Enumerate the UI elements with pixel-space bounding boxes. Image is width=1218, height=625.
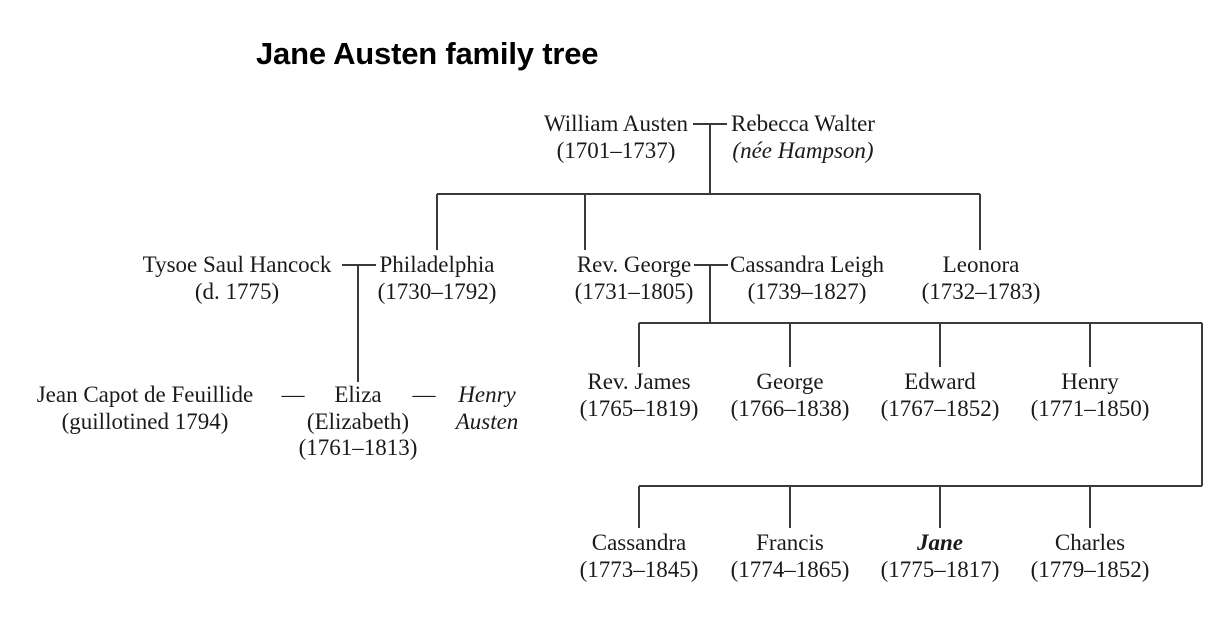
person-george: George (1766–1838) xyxy=(731,369,850,422)
person-dates: (1774–1865) xyxy=(730,556,850,582)
person-dates: (1732–1783) xyxy=(921,278,1041,304)
person-dates: (d. 1775) xyxy=(194,278,280,304)
person-dates: (1731–1805) xyxy=(574,278,694,304)
person-name: Rev. James xyxy=(587,369,691,394)
page-title: Jane Austen family tree xyxy=(256,36,599,71)
person-dates: (1773–1845) xyxy=(579,556,699,582)
person-jean-capot-de-feuillide: Jean Capot de Feuillide (guillotined 179… xyxy=(37,382,254,435)
person-dates: (1779–1852) xyxy=(1030,556,1150,582)
person-rev-james: Rev. James (1765–1819) xyxy=(580,369,699,422)
person-name: Philadelphia xyxy=(379,252,495,277)
person-eliza: Eliza (Elizabeth) (1761–1813) xyxy=(299,382,418,462)
person-philadelphia: Philadelphia (1730–1792) xyxy=(378,252,497,305)
person-name: Francis xyxy=(756,530,824,555)
person-dates: (née Hampson) xyxy=(732,137,874,163)
person-edward: Edward (1767–1852) xyxy=(881,369,1000,422)
person-name: Rev. George xyxy=(576,252,692,277)
person-name: Leonora xyxy=(942,252,1020,277)
person-name: George xyxy=(756,369,824,394)
marriage-dash-left: — xyxy=(281,382,305,407)
person-henry: Henry (1771–1850) xyxy=(1031,369,1150,422)
person-name: Charles xyxy=(1054,530,1126,555)
person-dates: (1765–1819) xyxy=(579,395,699,421)
person-name: Edward xyxy=(904,369,976,394)
person-name: Jean Capot de Feuillide xyxy=(36,382,254,407)
person-name: Jane xyxy=(916,530,963,555)
person-name: Cassandra Leigh xyxy=(730,252,884,277)
person-francis: Francis (1774–1865) xyxy=(731,530,850,583)
person-name: Rebecca Walter xyxy=(731,111,875,136)
person-name: William Austen xyxy=(543,111,689,136)
person-surname: Austen xyxy=(455,408,519,434)
person-dates: (1739–1827) xyxy=(747,278,867,304)
person-dates: (1701–1737) xyxy=(556,137,676,163)
person-cassandra-leigh: Cassandra Leigh (1739–1827) xyxy=(730,252,884,305)
person-charles: Charles (1779–1852) xyxy=(1031,530,1150,583)
person-henry-austen: Henry Austen xyxy=(456,382,519,435)
person-rev-george: Rev. George (1731–1805) xyxy=(575,252,694,305)
person-cassandra: Cassandra (1773–1845) xyxy=(580,530,699,583)
person-dates: (1775–1817) xyxy=(880,556,1000,582)
person-rebecca-walter: Rebecca Walter (née Hampson) xyxy=(731,111,875,164)
person-leonora: Leonora (1732–1783) xyxy=(922,252,1041,305)
person-name: Eliza xyxy=(334,382,382,407)
person-dates: (Elizabeth) xyxy=(306,408,410,434)
marriage-dash-right: — xyxy=(412,382,436,407)
person-name: Henry xyxy=(1061,369,1119,394)
person-name: Cassandra xyxy=(591,530,687,555)
person-william-austen: William Austen (1701–1737) xyxy=(544,111,688,164)
person-name: Henry xyxy=(458,382,516,407)
person-dates: (1730–1792) xyxy=(377,278,497,304)
person-dates: (1771–1850) xyxy=(1030,395,1150,421)
person-dates-secondary: (1761–1813) xyxy=(298,435,418,461)
person-name: Tysoe Saul Hancock xyxy=(142,252,332,277)
person-dates: (1766–1838) xyxy=(730,395,850,421)
person-tysoe-saul-hancock: Tysoe Saul Hancock (d. 1775) xyxy=(143,252,332,305)
person-dates: (1767–1852) xyxy=(880,395,1000,421)
person-dates: (guillotined 1794) xyxy=(61,408,229,434)
person-jane-austen: Jane (1775–1817) xyxy=(881,530,1000,583)
